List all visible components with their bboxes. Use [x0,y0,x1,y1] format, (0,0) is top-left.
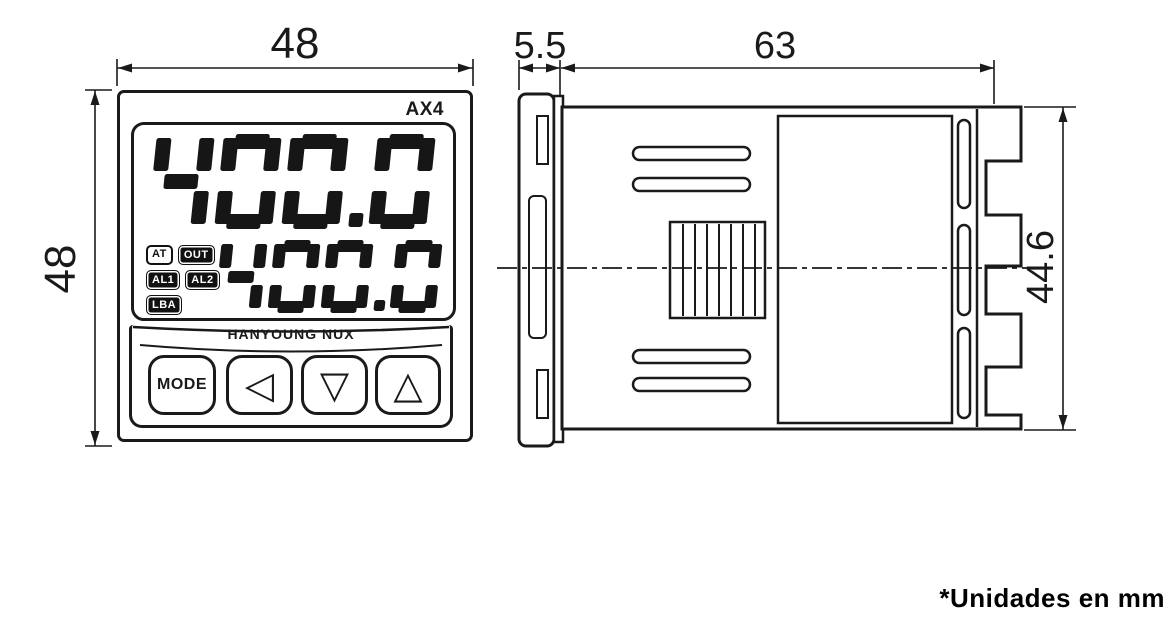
model-label: AX4 [405,99,444,120]
indicator-out: OUT [177,245,215,265]
side-view-drawing [497,92,1046,448]
pv-value [147,134,445,229]
left-button: ◁ [226,355,293,415]
up-arrow-icon: △ [393,363,423,407]
indicator-al1: AL1 [146,270,181,290]
dim-front-height: 48 [36,244,85,294]
up-button: △ [375,355,441,415]
units-note: *Unidades en mm [939,583,1165,613]
mode-button: MODE [148,355,216,415]
dim-side-height: 44.6 [1020,230,1062,304]
front-panel: AX4 AT OUT AL1 AL2 LBA [117,90,473,442]
brand-label: HANYOUNG NUX [227,326,355,342]
down-arrow-icon: ▽ [319,363,350,407]
brand-band-arcs [132,325,450,353]
indicator-lba: LBA [146,295,183,315]
status-indicators: AT OUT AL1 AL2 LBA [146,245,220,315]
dim-body-depth: 63 [753,25,797,67]
dim-front-width: 48 [270,19,320,68]
left-arrow-icon: ◁ [244,363,275,407]
sv-value [214,240,449,313]
lcd-display: AT OUT AL1 AL2 LBA [131,122,456,321]
indicator-at: AT [146,245,173,265]
indicator-al2: AL2 [185,270,220,290]
down-button: ▽ [301,355,368,415]
dim-bezel-depth: 5.5 [513,25,567,67]
key-section: HANYOUNG NUX MODE ◁ ▽ △ [129,325,453,428]
